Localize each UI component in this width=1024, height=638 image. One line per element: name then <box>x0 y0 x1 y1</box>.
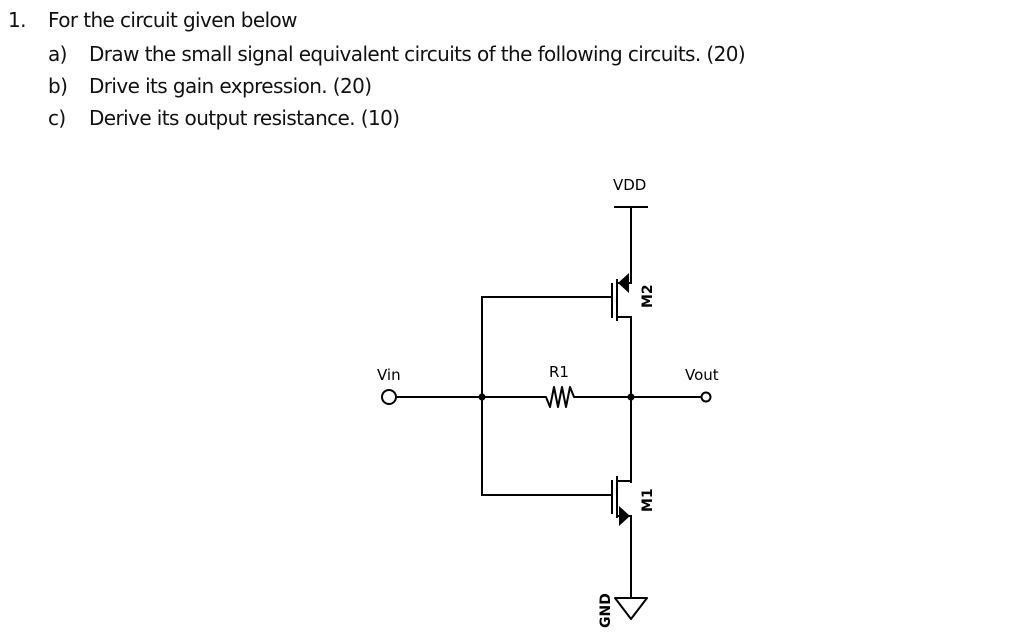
question-number: 1. <box>8 8 26 32</box>
vout-label: Vout <box>685 366 719 384</box>
part-b-text: Drive its gain expression. (20) <box>89 74 372 98</box>
pmos-source-arrow-icon <box>618 273 629 293</box>
vdd-label: VDD <box>613 176 646 194</box>
ground-icon <box>614 597 648 620</box>
gnd-label: GND <box>598 593 614 628</box>
part-c-text: Derive its output resistance. (10) <box>89 106 400 130</box>
nmos-transistor-m1 <box>611 476 632 598</box>
vdd-supply-symbol <box>614 206 648 284</box>
part-b-label: b) <box>48 74 68 98</box>
part-a-text: Draw the small signal equivalent circuit… <box>89 42 746 66</box>
vout-terminal <box>700 391 712 403</box>
part-c-label: c) <box>48 106 66 130</box>
vin-terminal <box>381 389 397 405</box>
r1-label: R1 <box>549 363 569 381</box>
m2-label: M2 <box>640 284 656 308</box>
nmos-source-arrow-icon <box>619 506 630 526</box>
question-stem: For the circuit given below <box>48 8 298 32</box>
pmos-transistor-m2 <box>611 273 632 397</box>
part-a-label: a) <box>48 42 67 66</box>
vin-label: Vin <box>377 366 401 384</box>
m1-label: M1 <box>640 488 656 512</box>
resistor-r1 <box>540 386 632 408</box>
input-node-dot <box>478 393 486 401</box>
